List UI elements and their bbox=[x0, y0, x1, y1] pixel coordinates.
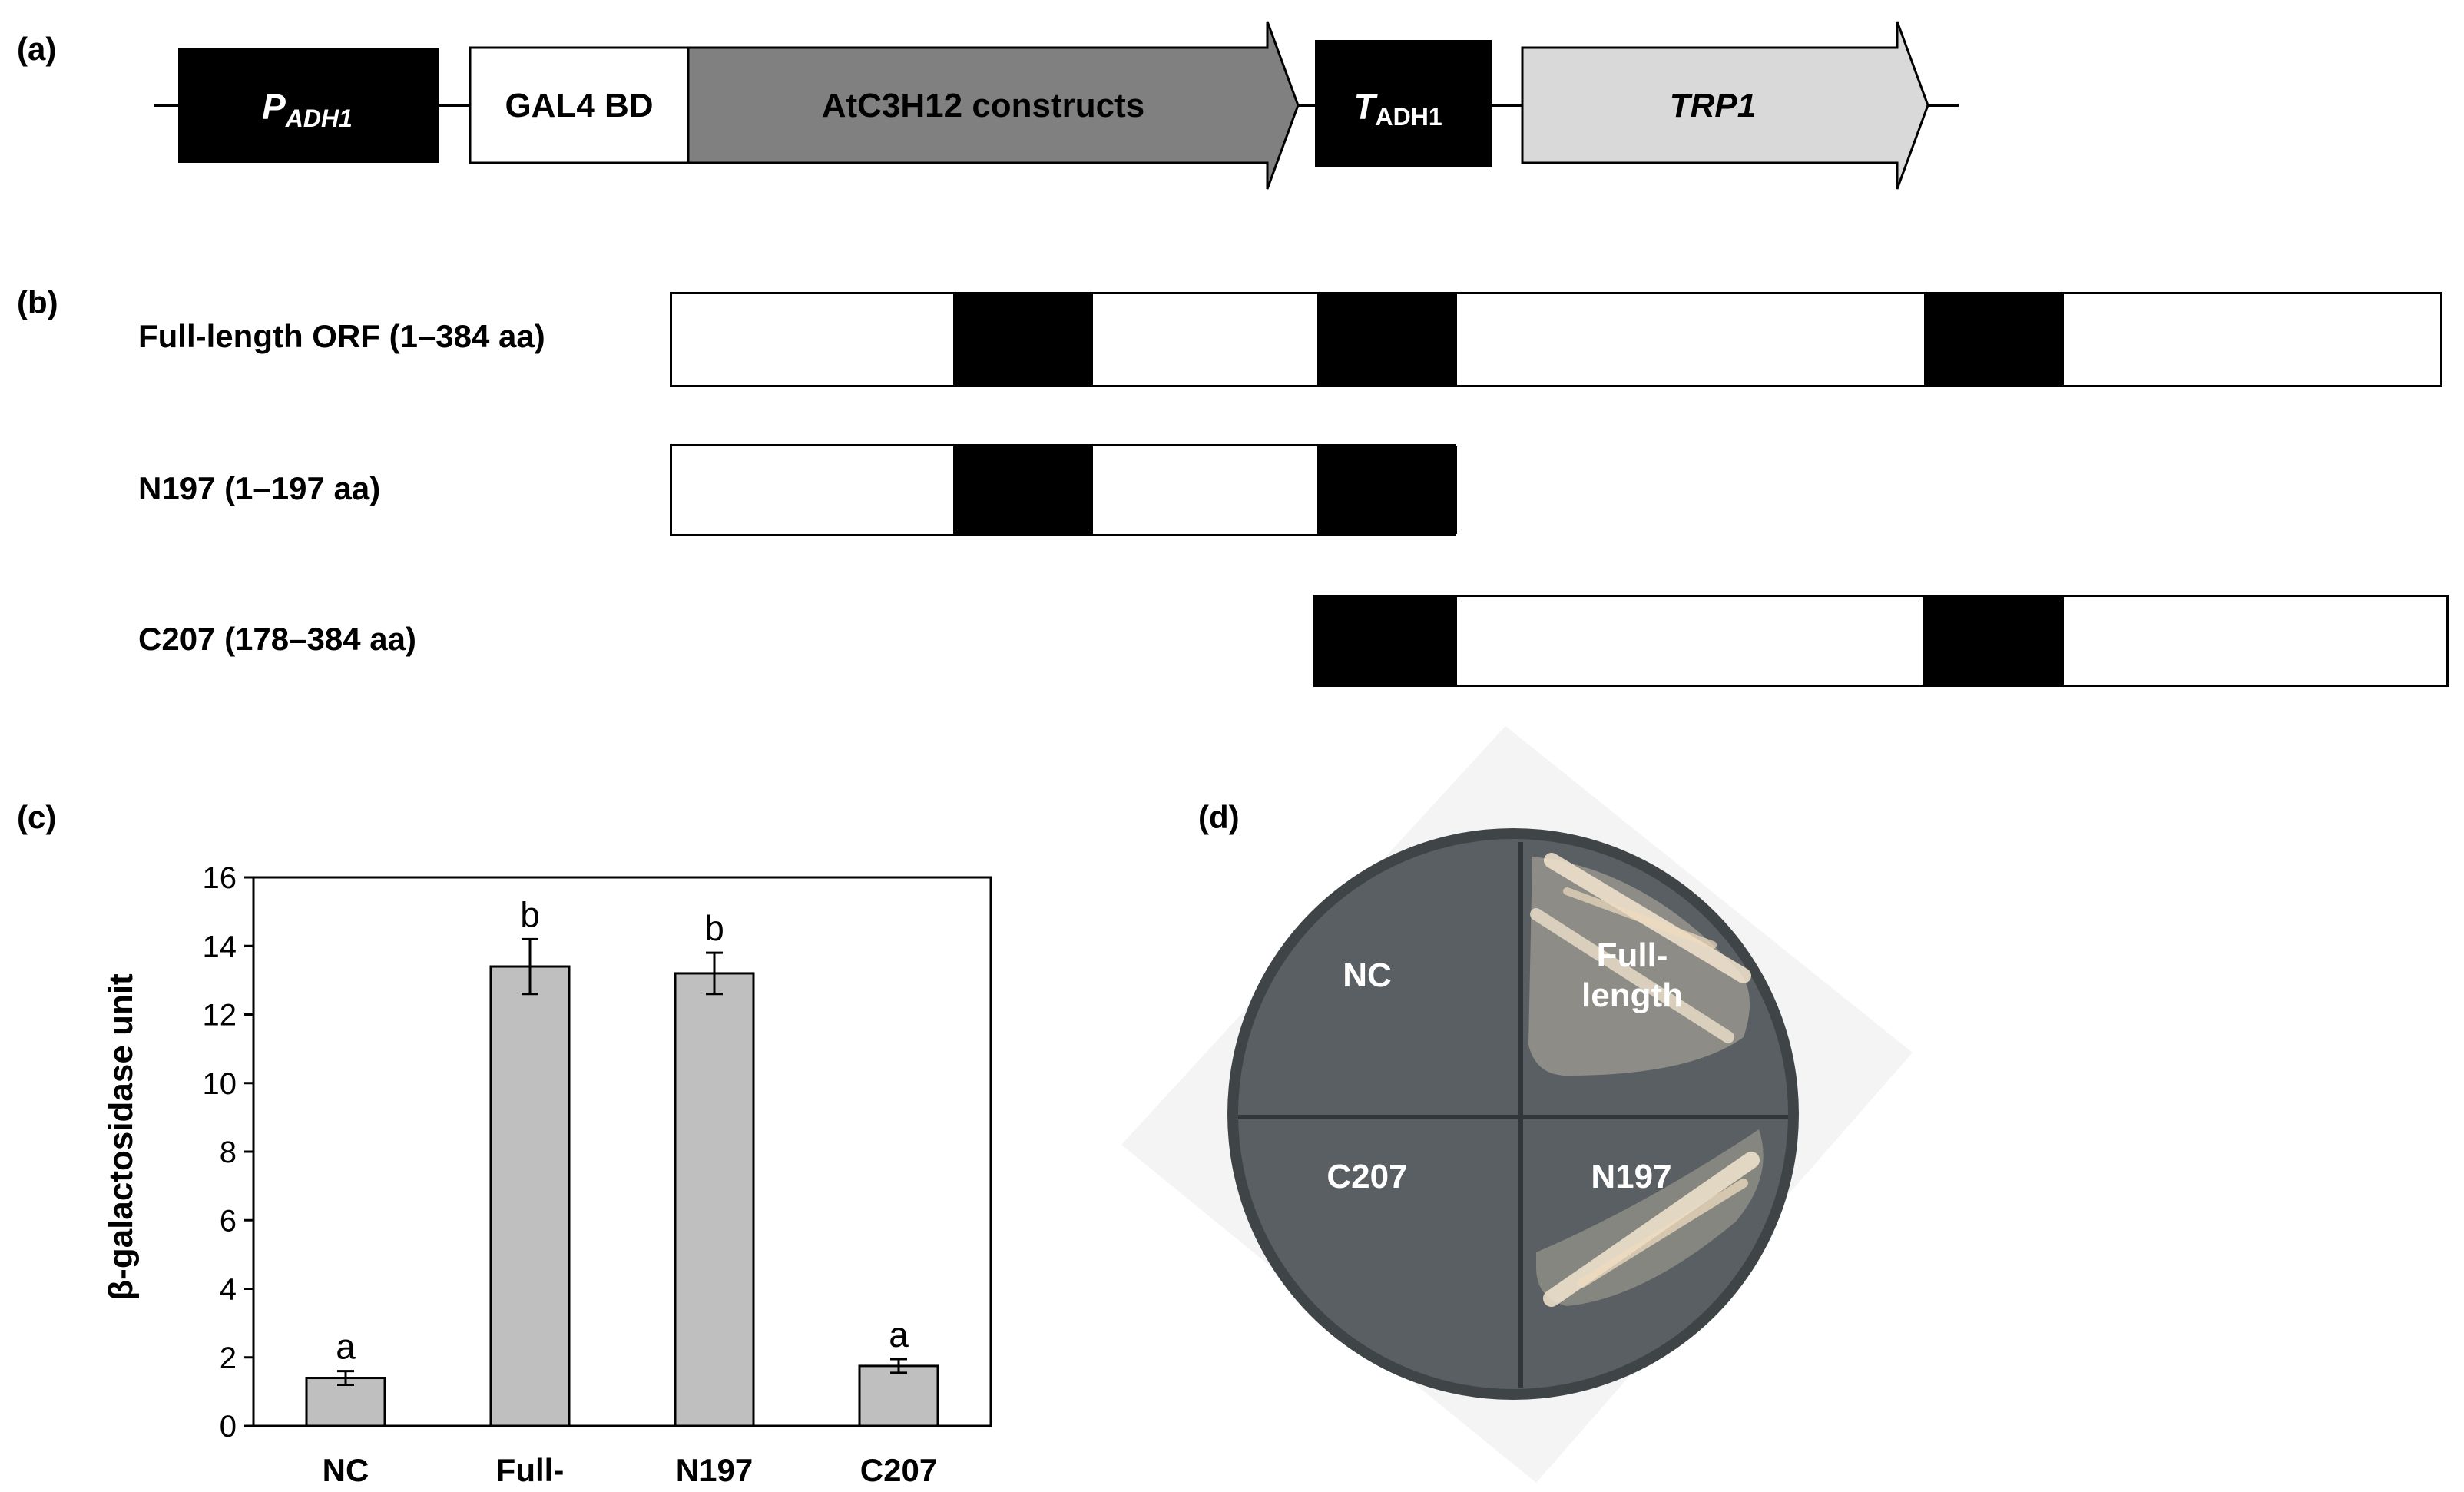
plot-frame bbox=[252, 876, 992, 1427]
significance-letter: a bbox=[889, 1315, 909, 1354]
promoter-label: PADH1 bbox=[262, 87, 353, 132]
n197-label: N197 (1–197 aa) bbox=[138, 470, 381, 506]
bar bbox=[858, 1364, 939, 1427]
y-axis-label: β-galactosidase unit bbox=[102, 973, 140, 1301]
x-tick-label: NC bbox=[323, 1452, 369, 1488]
n197-zinc-finger-2 bbox=[1317, 446, 1457, 534]
y-tick-label: 4 bbox=[220, 1273, 237, 1307]
y-tick-label: 12 bbox=[203, 999, 237, 1033]
promoter-box bbox=[178, 48, 439, 163]
bar bbox=[674, 972, 755, 1427]
significance-letter: b bbox=[520, 894, 540, 934]
full-length-bar bbox=[670, 292, 2442, 387]
bar bbox=[489, 965, 571, 1427]
c207-bar bbox=[1313, 595, 2449, 687]
gal4-bd-box bbox=[469, 46, 690, 164]
y-tick-label: 2 bbox=[220, 1341, 237, 1375]
y-tick-label: 14 bbox=[203, 930, 237, 963]
n197-bar bbox=[670, 444, 1457, 536]
plate-label-n197: N197 bbox=[1591, 1158, 1671, 1195]
x-tick-label: C207 bbox=[860, 1452, 937, 1488]
full-length-colonies bbox=[1528, 853, 1751, 1076]
yeast-plate-photo: NC Full-length C207 N197 bbox=[1121, 726, 1913, 1483]
zinc-finger-1 bbox=[953, 294, 1093, 385]
panel-label-d: (d) bbox=[1198, 799, 1240, 835]
plate-label-full-length: Full-length bbox=[1581, 937, 1683, 1014]
n197-zinc-finger-1 bbox=[953, 446, 1093, 534]
galactosidase-chart: β-galactosidase unit 0 2 4 6 8 10 12 14 16 aNC bFu… bbox=[102, 861, 992, 1492]
y-tick-label: 8 bbox=[220, 1136, 237, 1169]
significance-letter: b bbox=[704, 908, 724, 948]
zinc-finger-3 bbox=[1924, 294, 2064, 385]
panel-label-a: (a) bbox=[17, 31, 57, 67]
y-tick-label: 10 bbox=[203, 1067, 237, 1101]
full-length-label: Full-length ORF (1–384 aa) bbox=[138, 318, 545, 354]
y-tick-label: 16 bbox=[203, 861, 237, 895]
n197-colonies bbox=[1536, 1129, 1764, 1307]
c207-label: C207 (178–384 aa) bbox=[138, 621, 416, 657]
x-tick-label: Full-length bbox=[482, 1452, 578, 1492]
panel-label-c: (c) bbox=[17, 799, 57, 835]
marker-label: TRP1 bbox=[1670, 87, 1756, 124]
construct-map: PADH1 GAL4 BD AtC3H12 constructs TADH1 T… bbox=[154, 21, 1959, 190]
significance-letter: a bbox=[336, 1327, 356, 1367]
x-tick-label: N197 bbox=[676, 1452, 753, 1488]
plate-label-nc: NC bbox=[1343, 957, 1392, 994]
gal4-bd-label: GAL4 BD bbox=[505, 87, 653, 124]
y-tick-label: 6 bbox=[220, 1204, 237, 1238]
terminator-box bbox=[1315, 40, 1492, 167]
plate-label-c207: C207 bbox=[1326, 1158, 1407, 1195]
constructs-arrow bbox=[687, 21, 1300, 190]
c207-zinc-finger-1 bbox=[1316, 597, 1457, 685]
zinc-finger-2 bbox=[1317, 294, 1457, 385]
terminator-label: TADH1 bbox=[1353, 87, 1442, 131]
c207-zinc-finger-2 bbox=[1923, 597, 2064, 685]
panel-label-b: (b) bbox=[17, 284, 58, 320]
plate-agar bbox=[1238, 839, 1788, 1389]
constructs-label: AtC3H12 constructs bbox=[822, 87, 1145, 124]
marker-arrow bbox=[1521, 21, 1929, 190]
y-tick-label: 0 bbox=[220, 1410, 237, 1444]
